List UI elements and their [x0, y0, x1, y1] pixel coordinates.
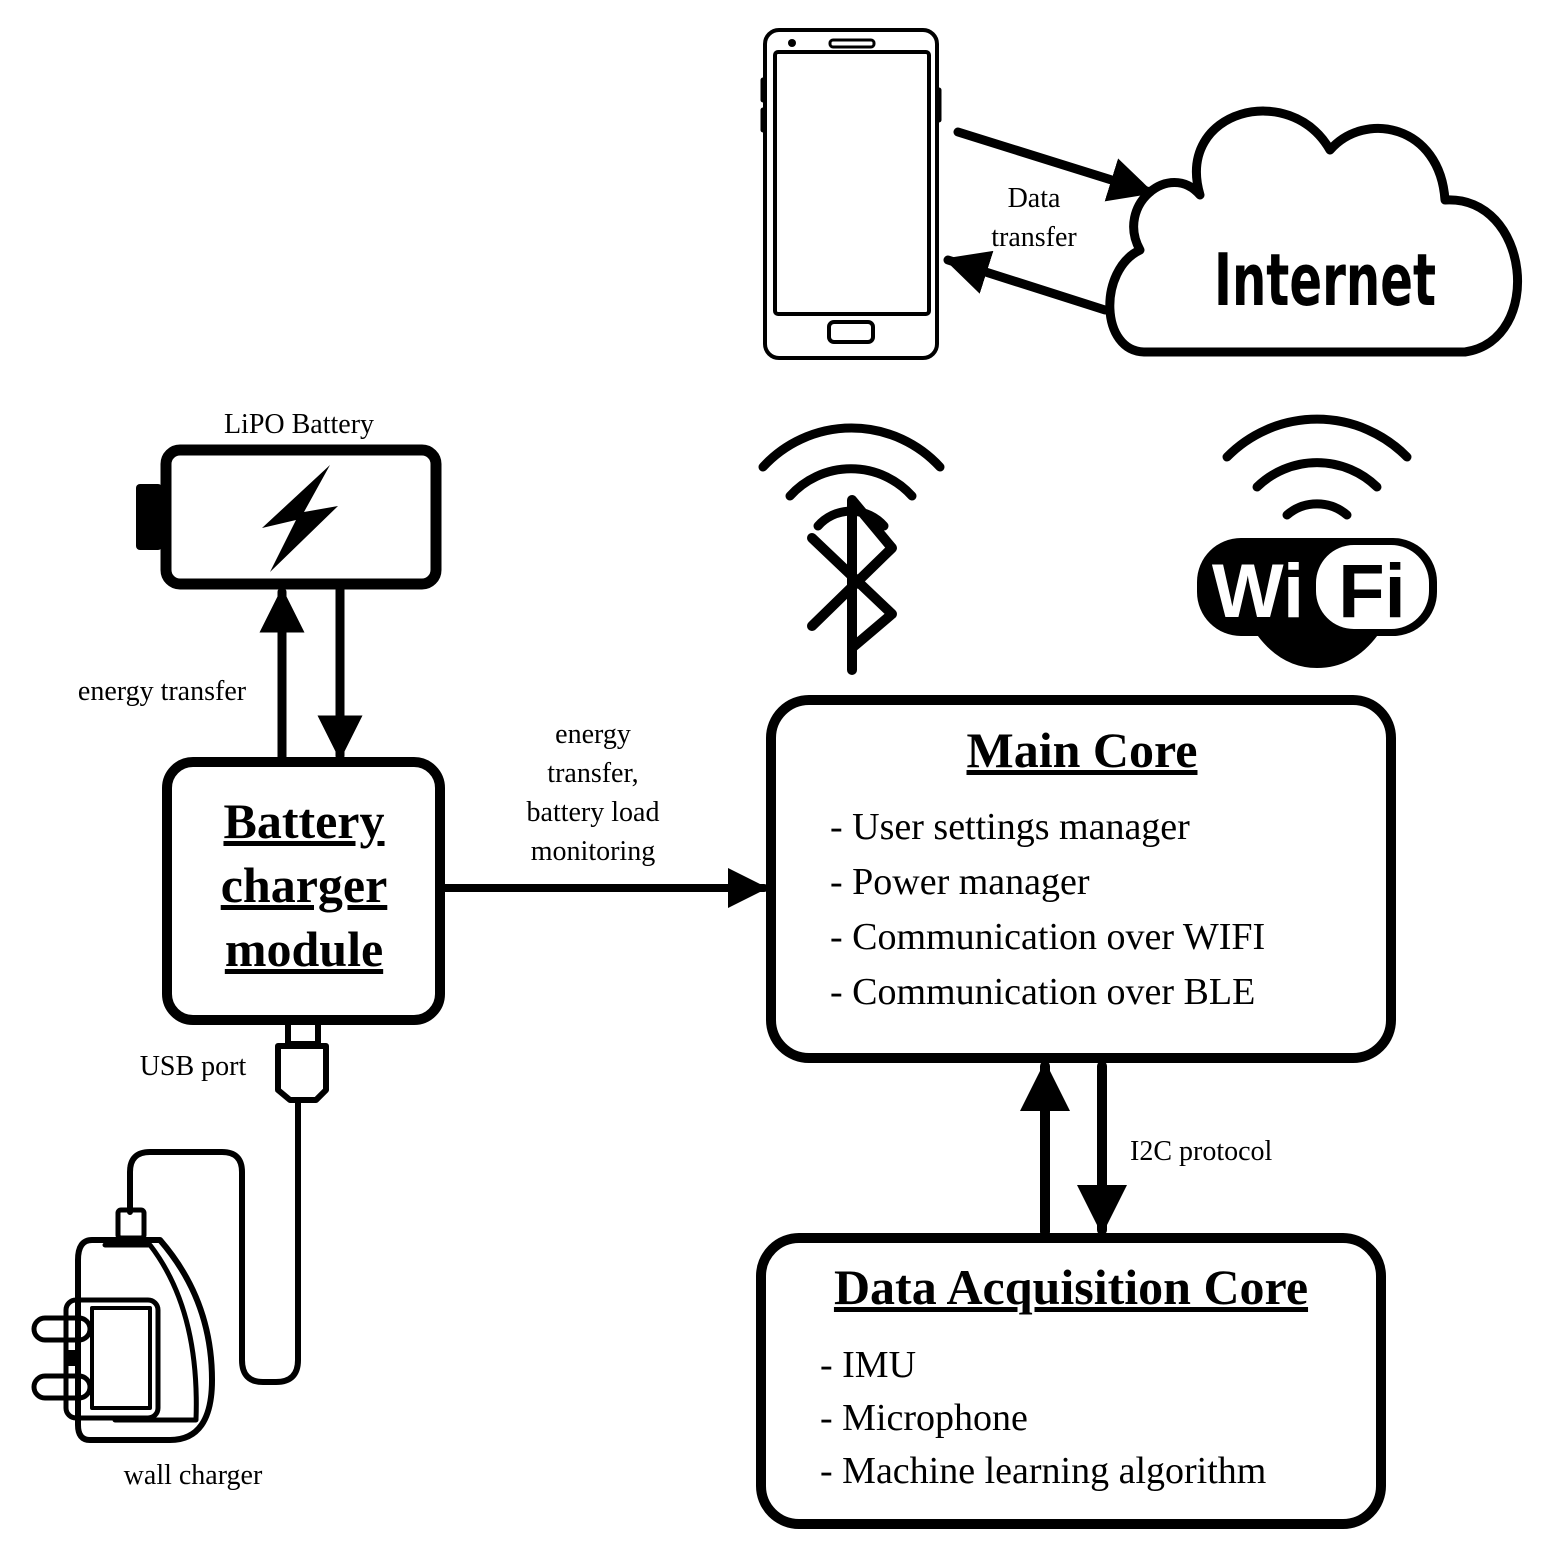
i2c-protocol-label: I2C protocol: [1130, 1136, 1273, 1167]
wifi-icon: Wi Fi: [1197, 414, 1437, 668]
charger-main-label-line1: energy: [555, 719, 631, 750]
wifi-fi-text: Fi: [1338, 549, 1406, 634]
bluetooth-icon: [758, 423, 945, 675]
arrow-internet-to-phone: [943, 250, 1110, 315]
data-transfer-label-line1: Data: [1008, 183, 1061, 214]
main-core-box: Main Core - User settings manager - Powe…: [766, 695, 1396, 1063]
charger-title-line3: module: [225, 921, 383, 977]
battery-charger-module: Battery charger module: [162, 757, 445, 1025]
daq-core-item: - IMU: [820, 1344, 916, 1386]
usb-port-label: USB port: [140, 1051, 247, 1082]
wall-charger-icon: wall charger: [31, 1097, 301, 1491]
main-daq-edge: I2C protocol: [1020, 1061, 1273, 1237]
main-core-item: - Power manager: [830, 861, 1090, 903]
usb-port-icon: USB port: [140, 1019, 329, 1103]
data-acquisition-core-box: Data Acquisition Core - IMU - Microphone…: [756, 1233, 1386, 1529]
wall-charger-label: wall charger: [124, 1460, 263, 1491]
wifi-wi-text: Wi: [1212, 549, 1304, 634]
main-core-item: - User settings manager: [830, 806, 1190, 848]
energy-transfer-label: energy transfer: [78, 676, 247, 707]
lipo-battery-label: LiPO Battery: [224, 409, 374, 440]
charger-main-label-line4: monitoring: [531, 836, 655, 867]
charger-main-label-line2: transfer,: [547, 758, 638, 789]
daq-core-item: - Machine learning algorithm: [820, 1450, 1266, 1492]
internet-label: Internet: [1214, 238, 1436, 322]
daq-core-title: Data Acquisition Core: [834, 1259, 1308, 1315]
arrow-phone-to-internet: [953, 127, 1155, 202]
charger-main-edge: energy transfer, battery load monitoring: [441, 719, 768, 908]
internet-cloud-icon: Internet: [1105, 106, 1523, 357]
lightning-bolt-icon: [262, 465, 338, 572]
main-core-item: - Communication over BLE: [830, 971, 1255, 1013]
charger-main-label-line3: battery load: [527, 797, 660, 828]
phone-internet-edge: Data transfer: [943, 127, 1155, 315]
data-transfer-label-line2: transfer: [991, 222, 1077, 253]
smartphone-icon: [760, 28, 942, 360]
charger-title-line2: charger: [221, 857, 388, 913]
main-core-item: - Communication over WIFI: [830, 916, 1265, 958]
battery-charger-edge: energy transfer: [78, 585, 363, 765]
main-core-title: Main Core: [967, 722, 1198, 778]
lipo-battery-icon: LiPO Battery: [136, 409, 442, 590]
daq-core-item: - Microphone: [820, 1397, 1028, 1439]
charger-title-line1: Battery: [223, 793, 384, 849]
